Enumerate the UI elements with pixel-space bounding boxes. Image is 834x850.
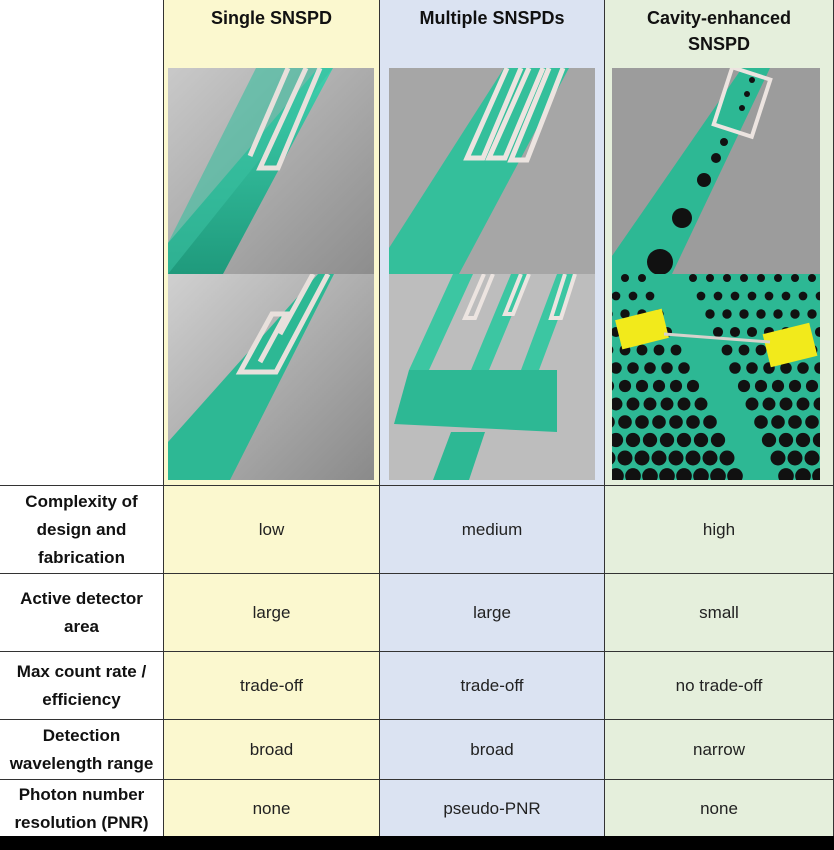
row-label-complexity: Complexity of design and fabrication (0, 486, 164, 574)
cell-complexity-cavity: high (605, 486, 834, 574)
cell-wavelength-cavity: narrow (605, 720, 834, 780)
cell-count-rate-multiple: trade-off (380, 652, 605, 720)
cell-pnr-cavity: none (605, 780, 834, 838)
cell-area-single: large (164, 574, 380, 652)
cavity-snspd-photonic-crystal-render (612, 274, 820, 480)
cell-pnr-single: none (164, 780, 380, 838)
row-label-pnr: Photon number resolution (PNR) (0, 780, 164, 838)
cell-pnr-multiple: pseudo-PNR (380, 780, 605, 838)
blank-corner-cell (0, 0, 164, 486)
column-title-single: Single SNSPD (210, 8, 333, 28)
multiple-snspds-splitter-render (389, 274, 595, 480)
row-label-count-rate: Max count rate / efficiency (0, 652, 164, 720)
column-title-multiple: Multiple SNSPDs (419, 8, 565, 28)
cell-count-rate-cavity: no trade-off (605, 652, 834, 720)
row-label-area: Active detector area (0, 574, 164, 652)
bottom-border-bar (0, 836, 834, 850)
cell-wavelength-multiple: broad (380, 720, 605, 780)
cavity-snspd-nanobeam-render (612, 68, 820, 274)
cell-area-multiple: large (380, 574, 605, 652)
cell-wavelength-single: broad (164, 720, 380, 780)
single-snspd-meander-render (168, 68, 374, 274)
single-snspd-hairpin-render (168, 274, 374, 480)
row-label-wavelength: Detection wavelength range (0, 720, 164, 780)
multiple-snspds-array-render (389, 68, 595, 274)
column-title-cavity: Cavity-enhanced SNSPD (646, 8, 792, 54)
cell-area-cavity: small (605, 574, 834, 652)
cell-count-rate-single: trade-off (164, 652, 380, 720)
cell-complexity-multiple: medium (380, 486, 605, 574)
cell-complexity-single: low (164, 486, 380, 574)
